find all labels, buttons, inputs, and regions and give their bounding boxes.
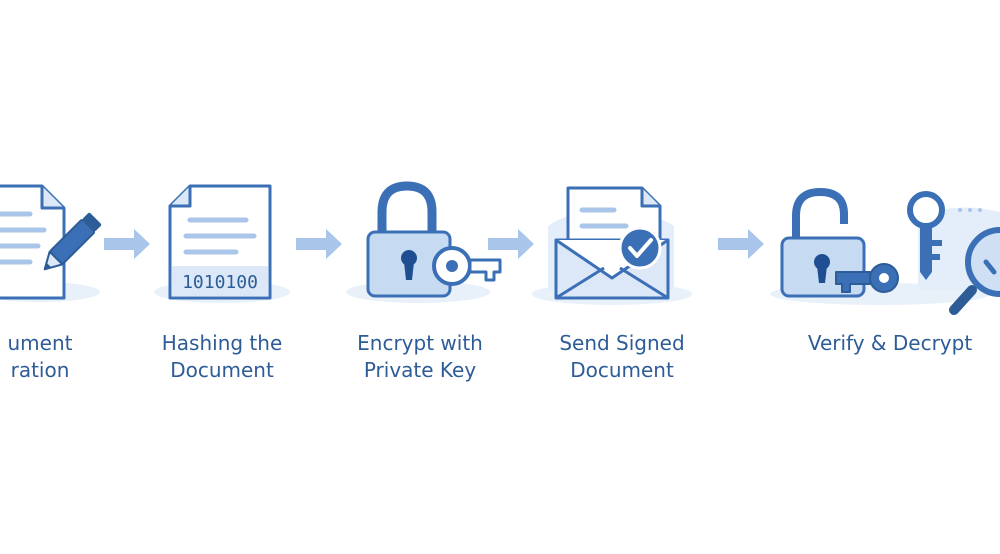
arrow-right-icon [718,229,764,259]
step-label-hashing: Hashing the Document [122,330,322,384]
vertical-key-icon [907,191,945,280]
hash-value-text: 1010100 [182,272,258,293]
step-label-line2: ration [10,358,70,382]
step-label-line2: Document [570,358,674,382]
hashed-document-icon: 1010100 [154,184,290,303]
signed-envelope-icon [532,186,692,305]
step-label-line2: Private Key [363,358,477,382]
step-label-line1: Verify & Decrypt [807,331,973,355]
unlocked-padlock-key-magnifier-icon [770,187,1000,315]
arrow-right-icon [296,229,342,259]
step-label-line1: Encrypt with [357,331,483,355]
key-icon [432,246,502,286]
step-label-document: ument ration [0,330,140,384]
step-label-encrypt: Encrypt with Private Key [320,330,520,384]
arrow-right-icon [104,229,150,259]
step-label-line1: ument [7,331,73,355]
checkmark-badge-icon [618,226,662,270]
pencil-icon [43,212,102,271]
step-label-line1: Send Signed [559,331,685,355]
step-label-line1: Hashing the [161,331,283,355]
step-label-line2: Document [170,358,274,382]
step-label-verify: Verify & Decrypt [790,330,990,357]
key-icon [835,263,899,293]
magnifier-icon [949,227,1000,315]
ellipsis-dots-icon [958,208,982,212]
document-pencil-icon [0,184,102,302]
padlock-key-icon [346,181,502,303]
arrow-right-icon [488,229,534,259]
step-label-send: Send Signed Document [522,330,722,384]
